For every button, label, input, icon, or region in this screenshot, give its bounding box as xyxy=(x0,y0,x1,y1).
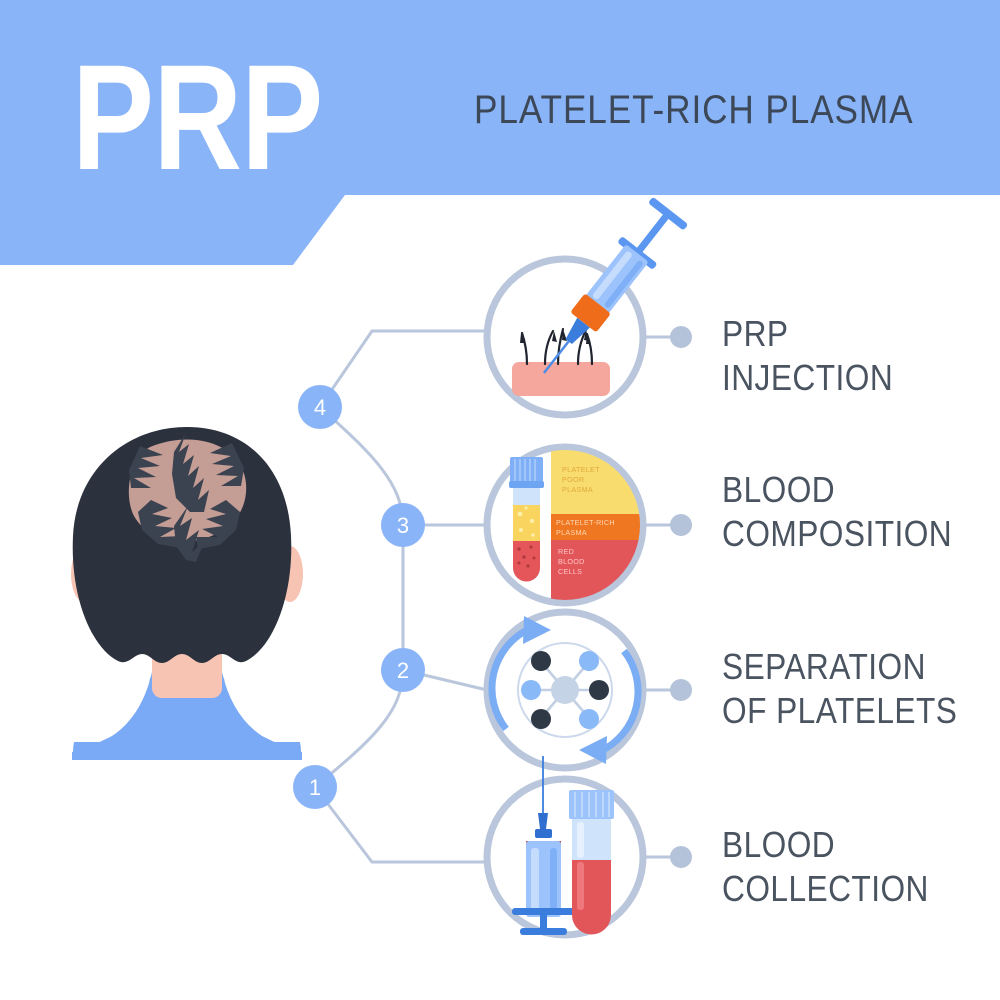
dot-step-1 xyxy=(670,846,692,868)
page-title: PRP xyxy=(72,42,377,192)
syringe-angled xyxy=(542,197,688,374)
svg-text:PLASMA: PLASMA xyxy=(562,485,593,494)
syringe-barrel xyxy=(586,245,648,313)
label-red-blood-cells: RED xyxy=(558,547,574,556)
step-label-separation-of-platelets[interactable]: SEPARATION OF PLATELETS xyxy=(722,646,958,731)
syringe-needle-cone xyxy=(538,813,548,829)
svg-text:CELLS: CELLS xyxy=(558,567,582,576)
step-label-blood-collection[interactable]: BLOOD COLLECTION xyxy=(722,824,929,909)
tube-cap-base xyxy=(509,481,544,488)
step-node-2[interactable]: 2 xyxy=(381,648,425,692)
collection-tube-blood-highlight xyxy=(577,862,584,910)
step-node-circle xyxy=(381,503,425,547)
syringe-plunger-head xyxy=(649,197,688,230)
page-subtitle-text: PLATELET-RICH PLASMA xyxy=(474,88,914,132)
syringe-hub-v xyxy=(535,829,552,838)
rotation-arrows xyxy=(488,625,642,755)
step-label-blood-composition[interactable]: BLOOD COMPOSITION xyxy=(722,469,953,554)
page-title-text: PRP xyxy=(72,33,323,201)
step-node-circle xyxy=(293,765,337,809)
syringe-plunger-head-v xyxy=(520,928,567,935)
rotation-arrow-bottom xyxy=(599,648,642,755)
particle-light xyxy=(579,651,599,671)
step-node-4[interactable]: 4 xyxy=(298,385,342,429)
collection-tube-glass-highlight xyxy=(577,822,584,858)
particle-light xyxy=(579,709,599,729)
step-node-circle xyxy=(381,648,425,692)
branch-step-4 xyxy=(318,329,489,409)
step-node-number: 2 xyxy=(397,658,409,683)
skin-patch xyxy=(512,362,610,396)
rotation-arrowheads xyxy=(523,616,607,764)
centrifuge-inner-ring xyxy=(517,642,613,738)
syringe-vertical xyxy=(512,756,575,935)
test-tube-separated xyxy=(509,457,544,582)
plasma-speckles xyxy=(517,506,535,537)
band-labels: PLATELET POOR PLASMA PLATELET-RICH PLASM… xyxy=(556,465,615,576)
connector-lines xyxy=(313,329,672,864)
syringe-hub xyxy=(571,294,610,332)
main-arc xyxy=(313,405,405,789)
needle-cone xyxy=(565,317,590,345)
syringe-plunger-rod-v xyxy=(540,915,547,931)
step-node-3[interactable]: 3 xyxy=(381,503,425,547)
particle-dark xyxy=(531,709,551,729)
step-node-circle xyxy=(298,385,342,429)
shirt-body xyxy=(72,672,302,760)
branch-step-1 xyxy=(313,785,489,864)
particle-dark xyxy=(531,651,551,671)
step-node-number: 3 xyxy=(397,513,409,538)
arrowhead-bottom xyxy=(579,736,607,764)
centrifuge-hub xyxy=(551,676,579,704)
step-node-1[interactable]: 1 xyxy=(293,765,337,809)
rotation-arrow-top xyxy=(488,625,531,732)
syringe-barrel-highlight xyxy=(592,251,632,300)
blood-test-tube xyxy=(569,790,614,935)
platelet-particles xyxy=(521,651,609,729)
dot-step-3 xyxy=(670,514,692,536)
needle xyxy=(542,340,570,374)
thinning-hair-strands xyxy=(129,433,244,562)
syringe-barrel-v-highlight xyxy=(531,848,539,912)
tube-red-cells xyxy=(513,541,540,582)
step-node-number: 4 xyxy=(314,395,326,420)
tube-cap-ribs xyxy=(514,459,536,481)
svg-text:PLASMA: PLASMA xyxy=(556,528,587,537)
syringe-barrel-v-shade xyxy=(550,848,557,912)
connector-dots xyxy=(670,326,692,868)
dot-step-2 xyxy=(670,679,692,701)
follicle-tips xyxy=(520,329,591,344)
step-label-prp-injection[interactable]: PRP INJECTION xyxy=(722,313,894,398)
particle-light xyxy=(521,680,541,700)
particle-dark xyxy=(589,680,609,700)
collection-tube-cap-ribs xyxy=(574,792,610,817)
syringe-plunger-rod xyxy=(634,213,670,256)
dot-step-4 xyxy=(670,326,692,348)
patient-figure xyxy=(71,427,303,760)
prp-injection-icon[interactable] xyxy=(483,197,688,419)
svg-text:BLOOD: BLOOD xyxy=(558,557,585,566)
syringe-flange-v xyxy=(512,908,575,915)
rbc-speckles xyxy=(517,545,536,568)
platelet-separation-icon[interactable] xyxy=(483,608,647,772)
svg-text:POOR: POOR xyxy=(562,475,584,484)
label-platelet-poor-plasma: PLATELET xyxy=(562,465,600,474)
band-platelet-rich-plasma xyxy=(551,514,640,540)
label-platelet-rich-plasma: PLATELET-RICH xyxy=(556,518,615,527)
step-node-number: 1 xyxy=(309,775,321,800)
blood-collection-icon[interactable] xyxy=(483,756,647,939)
page-subtitle: PLATELET-RICH PLASMA xyxy=(474,88,973,132)
syringe-barrel-shade xyxy=(604,260,643,308)
header-banner xyxy=(0,0,1000,265)
arrowhead-top xyxy=(523,616,551,644)
